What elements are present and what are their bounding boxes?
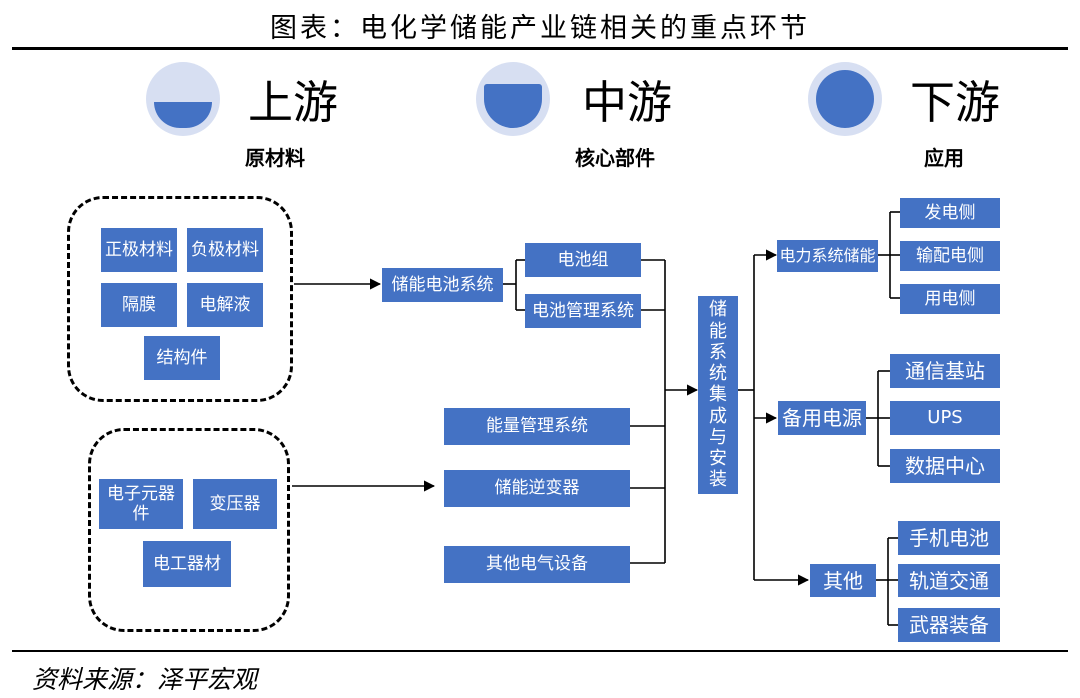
figure-title: 图表：电化学储能产业链相关的重点环节 bbox=[270, 13, 810, 44]
integration-char: 安 bbox=[709, 448, 727, 470]
upstream-circle-icon bbox=[146, 62, 220, 136]
integration-char: 装 bbox=[709, 469, 727, 491]
data-center-box: 数据中心 bbox=[890, 449, 1000, 483]
phone-battery-box: 手机电池 bbox=[898, 521, 1000, 555]
backup-power-box: 备用电源 bbox=[778, 401, 866, 435]
upstream-electrical-group bbox=[88, 428, 290, 632]
power-storage-box: 电力系统储能 bbox=[777, 240, 878, 272]
material-transformer: 变压器 bbox=[193, 479, 277, 529]
integration-char: 储 bbox=[709, 299, 727, 321]
top-rule bbox=[12, 47, 1068, 50]
material-anode: 负极材料 bbox=[187, 228, 263, 272]
integration-char: 系 bbox=[709, 341, 727, 363]
battery-system-box: 储能电池系统 bbox=[382, 268, 503, 302]
material-cathode: 正极材料 bbox=[101, 228, 177, 272]
power-generation-side-box: 发电侧 bbox=[900, 198, 1000, 228]
rail-transit-box: 轨道交通 bbox=[898, 564, 1000, 597]
integration-char: 成 bbox=[709, 405, 727, 427]
stage-upstream-sub: 原材料 bbox=[245, 146, 305, 170]
downstream-circle-icon bbox=[808, 62, 882, 136]
stage-upstream-label: 上游 bbox=[248, 76, 339, 129]
stage-downstream-label: 下游 bbox=[910, 76, 1001, 129]
others-box: 其他 bbox=[810, 564, 876, 597]
bms-box: 电池管理系统 bbox=[525, 294, 641, 328]
stage-midstream-sub: 核心部件 bbox=[575, 146, 655, 170]
stage-midstream-label: 中游 bbox=[582, 76, 673, 129]
system-integration-box: 储 能 系 统 集 成 与 安 装 bbox=[698, 296, 738, 494]
integration-char: 与 bbox=[709, 426, 727, 448]
transmission-side-box: 输配电侧 bbox=[900, 241, 1000, 271]
material-structural-parts: 结构件 bbox=[144, 336, 220, 380]
other-equipment-box: 其他电气设备 bbox=[444, 546, 630, 583]
upstream-materials-group bbox=[67, 196, 293, 402]
ups-box: UPS bbox=[890, 401, 1000, 435]
material-separator: 隔膜 bbox=[101, 283, 177, 327]
material-electrolyte: 电解液 bbox=[187, 283, 263, 327]
material-electronic-components: 电子元器件 bbox=[99, 479, 183, 529]
source-note: 资料来源：泽平宏观 bbox=[32, 665, 258, 694]
integration-char: 统 bbox=[709, 363, 727, 385]
telecom-station-box: 通信基站 bbox=[890, 354, 1000, 388]
ems-box: 能量管理系统 bbox=[444, 408, 630, 445]
stage-downstream-sub: 应用 bbox=[924, 146, 964, 170]
consumption-side-box: 用电侧 bbox=[900, 284, 1000, 314]
midstream-circle-icon bbox=[476, 62, 550, 136]
weapons-equipment-box: 武器装备 bbox=[898, 608, 1000, 642]
integration-char: 能 bbox=[709, 320, 727, 342]
integration-char: 集 bbox=[709, 384, 727, 406]
battery-pack-box: 电池组 bbox=[525, 243, 641, 277]
inverter-box: 储能逆变器 bbox=[444, 470, 630, 507]
material-electrical-equipment: 电工器材 bbox=[143, 541, 231, 587]
bottom-rule bbox=[12, 650, 1068, 652]
